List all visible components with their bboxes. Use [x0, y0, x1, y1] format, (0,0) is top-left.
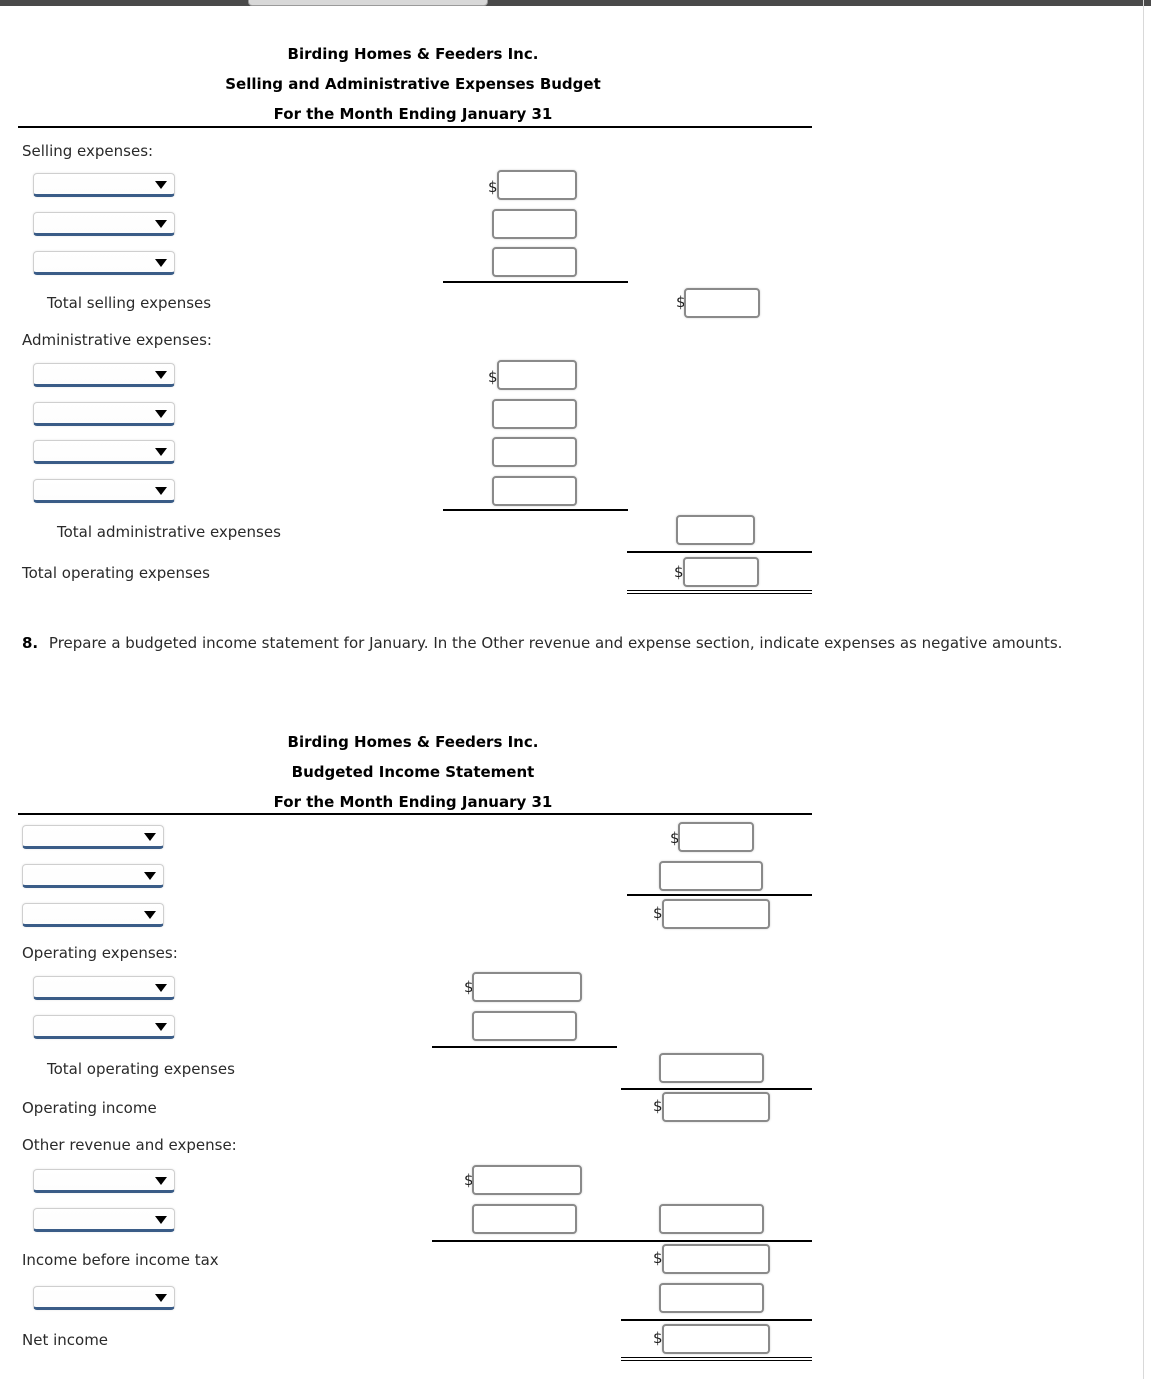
selling-account-dropdown-2[interactable]: [33, 212, 175, 236]
chevron-down-icon: [155, 259, 167, 267]
revenue-account-dropdown-1[interactable]: [22, 825, 164, 849]
total-operating-expenses-input-2[interactable]: [659, 1053, 764, 1083]
selling-amount-input-3[interactable]: [492, 247, 577, 277]
statement-2-grand-total-double-rule: [621, 1357, 812, 1361]
chevron-down-icon: [155, 984, 167, 992]
net-income-input[interactable]: [662, 1324, 770, 1354]
label-selling-expenses: Selling expenses:: [22, 142, 154, 160]
statement-1-company-title: Birding Homes & Feeders Inc.: [287, 45, 539, 63]
chevron-down-icon: [144, 833, 156, 841]
statement-1-header-rule: [18, 126, 812, 128]
label-total-selling-expenses: Total selling expenses: [47, 294, 212, 312]
administrative-amount-input-3[interactable]: [492, 437, 577, 467]
administrative-subtotal-rule: [443, 509, 628, 511]
chevron-down-icon: [155, 1177, 167, 1185]
chevron-down-icon: [155, 1023, 167, 1031]
operating-income-input[interactable]: [662, 1092, 770, 1122]
operating-expense-dropdown-2[interactable]: [33, 1015, 175, 1039]
selling-amount-input-2[interactable]: [492, 209, 577, 239]
chevron-down-icon: [144, 872, 156, 880]
administrative-account-dropdown-1[interactable]: [33, 363, 175, 387]
income-tax-account-dropdown[interactable]: [33, 1286, 175, 1310]
administrative-account-dropdown-3[interactable]: [33, 440, 175, 464]
statement-2-company-title: Birding Homes & Feeders Inc.: [287, 733, 539, 751]
other-revenue-expense-total-input[interactable]: [659, 1204, 764, 1234]
window-chrome-strip: [0, 0, 1151, 6]
administrative-account-dropdown-4[interactable]: [33, 479, 175, 503]
page-right-border: [1143, 0, 1144, 1379]
statement-1-statement-title: Selling and Administrative Expenses Budg…: [225, 75, 601, 93]
chevron-down-icon: [155, 1216, 167, 1224]
revenue-account-dropdown-3[interactable]: [22, 903, 164, 927]
revenue-amount-input-3[interactable]: [662, 899, 770, 929]
chevron-down-icon: [155, 410, 167, 418]
chevron-down-icon: [144, 911, 156, 919]
total-operating-dollar-sign: $: [674, 563, 684, 581]
label-other-revenue-and-expense: Other revenue and expense:: [22, 1136, 237, 1154]
operating-expense-dropdown-1[interactable]: [33, 976, 175, 1000]
label-operating-expenses: Operating expenses:: [22, 944, 178, 962]
other-revenue-expense-dropdown-1[interactable]: [33, 1169, 175, 1193]
question-8-text: Prepare a budgeted income statement for …: [48, 634, 1063, 652]
chevron-down-icon: [155, 371, 167, 379]
income-before-income-tax-input[interactable]: [662, 1244, 770, 1274]
administrative-dollar-sign-1: $: [488, 368, 498, 386]
statement-1-period-title: For the Month Ending January 31: [273, 105, 553, 123]
statement-2-statement-title: Budgeted Income Statement: [291, 763, 535, 781]
chevron-down-icon: [155, 1294, 167, 1302]
chevron-down-icon: [155, 220, 167, 228]
cut-off-input-field[interactable]: [248, 0, 488, 6]
income-tax-amount-input[interactable]: [659, 1283, 764, 1313]
income-before-tax-dollar-sign: $: [653, 1249, 663, 1267]
statement-1-grand-total-double-rule: [627, 590, 812, 594]
revenue-dollar-sign-3: $: [653, 904, 663, 922]
total-operating-expenses-input[interactable]: [683, 557, 759, 587]
operating-total-rule: [627, 551, 812, 553]
other-revenue-expense-amount-input-1[interactable]: [472, 1165, 582, 1195]
statement-2-header-rule: [18, 813, 812, 815]
administrative-amount-input-2[interactable]: [492, 399, 577, 429]
total-selling-dollar-sign: $: [676, 293, 686, 311]
label-total-administrative-expenses: Total administrative expenses: [57, 523, 281, 541]
chevron-down-icon: [155, 181, 167, 189]
total-selling-expenses-input[interactable]: [684, 288, 760, 318]
other-revenue-expense-amount-input-2[interactable]: [472, 1204, 577, 1234]
administrative-amount-input-1[interactable]: [497, 360, 577, 390]
selling-account-dropdown-1[interactable]: [33, 173, 175, 197]
selling-subtotal-rule: [443, 281, 628, 283]
question-8: 8. Prepare a budgeted income statement f…: [22, 628, 1112, 659]
revenue-amount-input-2[interactable]: [659, 861, 763, 891]
question-8-number: 8.: [22, 634, 39, 652]
selling-account-dropdown-3[interactable]: [33, 251, 175, 275]
net-income-rule: [621, 1319, 812, 1321]
operating-expense-dollar-sign-1: $: [464, 978, 474, 996]
chevron-down-icon: [155, 448, 167, 456]
selling-dollar-sign-1: $: [488, 178, 498, 196]
operating-income-dollar-sign: $: [653, 1097, 663, 1115]
label-administrative-expenses: Administrative expenses:: [22, 331, 212, 349]
label-income-before-income-tax: Income before income tax: [22, 1251, 219, 1269]
operating-expense-amount-input-2[interactable]: [472, 1011, 577, 1041]
other-revenue-expense-dollar-sign-1: $: [464, 1171, 474, 1189]
statement-2-period-title: For the Month Ending January 31: [273, 793, 553, 811]
label-total-operating-expenses: Total operating expenses: [22, 564, 210, 582]
gross-profit-rule: [627, 894, 812, 896]
revenue-account-dropdown-2[interactable]: [22, 864, 164, 888]
operating-expense-amount-input-1[interactable]: [472, 972, 582, 1002]
administrative-amount-input-4[interactable]: [492, 476, 577, 506]
other-revenue-expense-dropdown-2[interactable]: [33, 1208, 175, 1232]
revenue-amount-input-1[interactable]: [678, 822, 754, 852]
operating-income-rule: [621, 1088, 812, 1090]
revenue-dollar-sign-1: $: [670, 829, 680, 847]
selling-amount-input-1[interactable]: [497, 170, 577, 200]
label-total-operating-expenses-2: Total operating expenses: [47, 1060, 235, 1078]
total-administrative-expenses-input[interactable]: [676, 515, 755, 545]
chevron-down-icon: [155, 487, 167, 495]
operating-expense-subtotal-rule: [432, 1046, 617, 1048]
label-operating-income: Operating income: [22, 1099, 157, 1117]
administrative-account-dropdown-2[interactable]: [33, 402, 175, 426]
income-before-tax-rule: [432, 1240, 812, 1242]
net-income-dollar-sign: $: [653, 1329, 663, 1347]
label-net-income: Net income: [22, 1331, 109, 1349]
